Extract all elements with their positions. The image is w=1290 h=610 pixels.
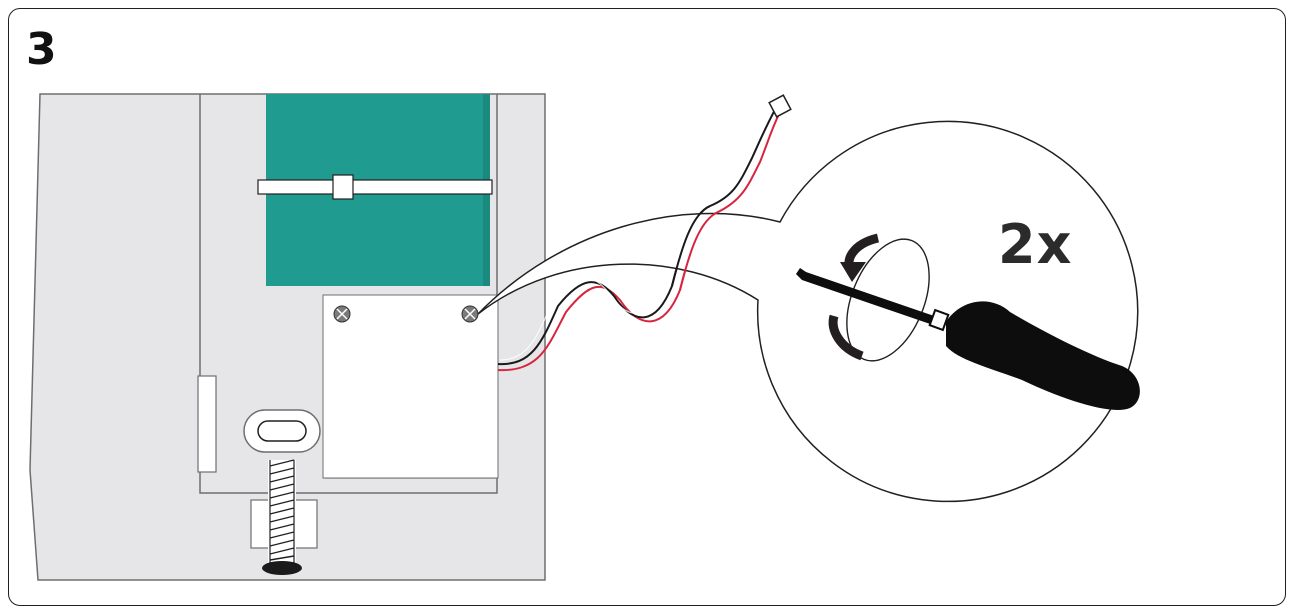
- step-number: 3: [26, 24, 57, 75]
- wire-black-over: [671, 205, 711, 287]
- wire-connector: [768, 94, 792, 118]
- battery-strap: [257, 179, 493, 195]
- wire-black: [497, 107, 777, 366]
- magnify-callout: [477, 120, 1139, 503]
- screw-icon: [461, 305, 479, 323]
- screw-icon: [333, 305, 351, 323]
- rotate-arrow-icon: [828, 233, 930, 362]
- circuit-cover: [322, 294, 499, 479]
- wire-red-over: [679, 211, 719, 291]
- repeat-count-label: 2x: [998, 213, 1073, 276]
- screwdriver-icon: [796, 268, 1140, 410]
- mounting-slot-inner: [257, 420, 307, 442]
- mounting-frame: [199, 94, 498, 494]
- mounting-screw: [250, 459, 318, 575]
- wire-white: [499, 277, 667, 361]
- side-slot: [197, 375, 217, 473]
- strap-buckle-icon: [332, 174, 354, 200]
- wire-red: [497, 111, 781, 372]
